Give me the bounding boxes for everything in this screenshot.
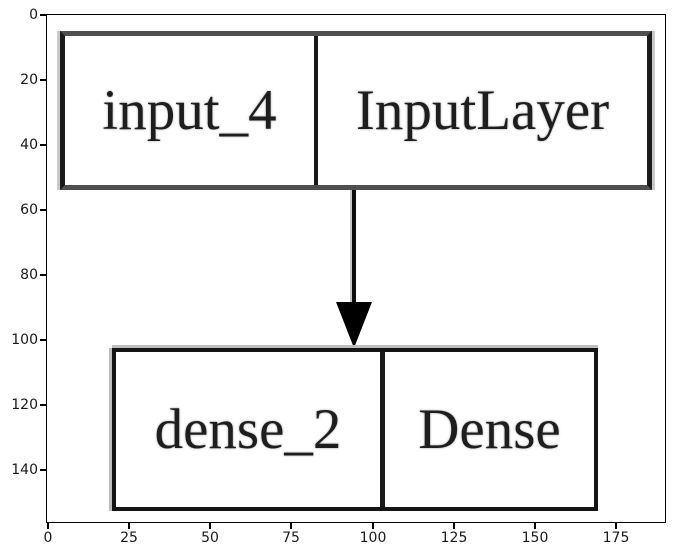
node-name-cell: input_4 [102, 79, 277, 142]
x-tick-label: 25 [120, 530, 138, 546]
cell-divider [314, 36, 318, 185]
y-tick-mark [40, 144, 46, 146]
edge-arrow-line [352, 190, 356, 304]
y-tick-mark [40, 209, 46, 211]
node-name-cell: dense_2 [154, 398, 342, 461]
x-tick-mark [128, 523, 130, 529]
x-tick-label: 75 [282, 530, 300, 546]
x-tick-mark [534, 523, 536, 529]
x-tick-mark [290, 523, 292, 529]
y-tick-label: 80 [20, 267, 38, 283]
node-type-cell: Dense [418, 398, 561, 461]
node-type-cell: InputLayer [355, 79, 610, 142]
x-tick-mark [47, 523, 49, 529]
axes-frame: input_4 InputLayer dense_2 Dense [46, 14, 666, 523]
y-tick-label: 120 [11, 397, 38, 413]
x-tick-label: 0 [43, 530, 53, 546]
x-tick-mark [209, 523, 211, 529]
x-tick-label: 50 [201, 530, 219, 546]
y-tick-mark [40, 469, 46, 471]
node-dense-layer: dense_2 Dense [112, 348, 598, 511]
x-tick-label: 175 [602, 530, 630, 546]
x-tick-label: 100 [359, 530, 387, 546]
y-tick-mark [40, 404, 46, 406]
y-tick-label: 100 [11, 332, 38, 348]
y-tick-mark [40, 14, 46, 16]
y-tick-label: 140 [11, 462, 38, 478]
y-tick-mark [40, 339, 46, 341]
y-tick-mark [40, 274, 46, 276]
y-tick-label: 20 [20, 72, 38, 88]
y-tick-label: 40 [20, 137, 38, 153]
x-tick-mark [615, 523, 617, 529]
y-tick-mark [40, 79, 46, 81]
y-tick-label: 60 [20, 202, 38, 218]
x-tick-mark [453, 523, 455, 529]
y-tick-label: 0 [29, 7, 38, 23]
node-input-layer: input_4 InputLayer [60, 31, 652, 190]
x-tick-label: 150 [521, 530, 549, 546]
x-tick-mark [372, 523, 374, 529]
edge-arrow-head-icon [336, 302, 372, 348]
x-tick-label: 125 [440, 530, 468, 546]
cell-divider [380, 352, 385, 507]
